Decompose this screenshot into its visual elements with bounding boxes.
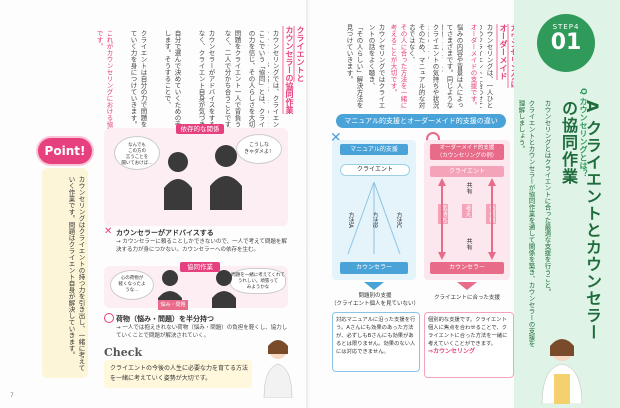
counselor-figure-dependent	[210, 145, 242, 210]
lead-col-1: カウンセリングとはクライエントに合った最適な支援を行うこと。	[543, 100, 551, 295]
order-caption: クライエントに合った支援	[434, 295, 500, 301]
manual-caption: 問題別の支援 （クライエント個人を見ていない）	[331, 293, 419, 307]
check-box	[104, 360, 252, 388]
manual-arrow-down	[364, 282, 384, 290]
left-body-col-5: 自分で選んで決めていくための手助けをします。そうすることで、	[163, 30, 181, 147]
bubble-right-dependence: こうしな きゃダメよ！	[236, 134, 282, 164]
right-body-col-4: クライエントの気持ちや状況は違います。	[428, 24, 439, 109]
check-text: クライエントの今後の人生に必要な力を育てる方法を一緒に考えていく姿勢が大切です。	[110, 365, 248, 382]
manual-method-c: 方法C	[395, 212, 402, 229]
left-headline-text: クライエントと カウンセラーの協同作業	[282, 26, 305, 114]
order-arrow-down	[457, 282, 477, 290]
manual-method-a: 方法A	[347, 212, 354, 229]
share-text: → 一人では抱えきれない荷物（悩み・問題）の負担を軽くし、協力していくことで問題…	[116, 325, 288, 339]
bubble-right-cooperative: 問題を一緒に考えてくれて うれしい。頑張って みようかな	[230, 268, 286, 294]
manual-x-icon: ✕	[330, 130, 342, 146]
cooperative-figures	[158, 270, 236, 308]
order-counselor-box: カウンセラー	[430, 262, 504, 274]
left-body-col-1: カウンセリングでは、クライエントとカウンセラーが一緒に考えていきます。	[268, 30, 279, 147]
manual-counselor-box: カウンセラー	[340, 262, 408, 274]
right-body-col-6: その人に合った方法を一緒に考えることが大切です。	[389, 24, 407, 109]
left-body-col-2: ここでいう「協同」とは、クライエントの力を信じ、その人らしさを大切にしながら、	[247, 30, 265, 147]
advice-text: → カウンセラーに頼ることしかできないので、一人で考えて問題を解決する力が身につ…	[116, 239, 287, 253]
right-body-col-1: カウンセリングは、一人ひとりのクライエントに合わせて行う	[480, 24, 493, 109]
advice-title: カウンセラーがアドバイスする	[116, 229, 214, 237]
share-circle-icon	[104, 313, 114, 323]
manual-header: マニュアル的支援	[340, 144, 408, 155]
teacher-illustration-left	[263, 340, 293, 398]
right-body-col-2: オーダーメイドの支援です。	[469, 24, 477, 109]
left-page-number: 7	[10, 392, 14, 399]
question-line: Q カウンセリングとは？	[579, 88, 588, 178]
teacher-illustration-right	[541, 339, 583, 404]
left-body-col-4: カウンセラーがアドバイスをするのではなく、クライエント自身が気づき、	[197, 30, 215, 147]
bubble-left-dependence: なんでも この方の 言うことを 聞いておけば…	[114, 136, 160, 170]
right-body-col-8: 「その人らしい」解決方法を見つけていきます。	[345, 24, 363, 109]
manual-box: 対応マニュアルに沿った支援を行う。Aさんにも効果のあった方法が、必ずしもBさんに…	[332, 312, 420, 372]
diagram-title-bar: マニュアル的支援とオーダーメイド的支援の違い	[336, 114, 506, 128]
left-body-col-6: クライエントは自分の力で問題を解決していく力を身につけていきます。	[129, 30, 147, 147]
manual-arrows	[347, 181, 401, 255]
cooperative-title: 協同作業	[180, 262, 220, 272]
lead-col-2: クライエントとカウンセラーが協同作業を通して関係を築き、カウンセラーの支援を理解…	[517, 100, 535, 347]
right-body-col-5: そのため、マニュアル的な対応ではなく、	[410, 24, 425, 109]
order-arrows	[438, 178, 496, 260]
point-badge: Point!	[38, 138, 92, 164]
left-body-col-7: これがカウンセリングにおける協同作業です。	[95, 30, 113, 147]
bubble-left-cooperative: 心の荷物が 軽くなったよ うな…	[110, 270, 154, 300]
order-share-bottom: 共有	[465, 238, 472, 250]
order-mid-label-2: 考え	[462, 204, 472, 218]
left-page: クライエントと カウンセラーの協同作業 カウンセリングでは、クライエントとカウン…	[0, 0, 308, 408]
left-body-col-3: 問題をクライエント一人で背負うのではなく、二人で分かち合うことです。	[223, 30, 241, 147]
point-label: Point!	[44, 144, 86, 158]
dependence-figures	[164, 145, 242, 210]
manual-client-pill: クライエント	[340, 164, 410, 176]
order-header: オーダーメイド的支援 （カウンセリングの例）	[430, 144, 504, 160]
order-box-text: 個別的な支援です。クライエント個人に焦点を合わせることで、クライエントに合った方…	[428, 317, 508, 347]
dependence-title: 依存的な関係	[176, 124, 224, 134]
step-number: 01	[550, 30, 582, 55]
order-client-box: クライエント	[430, 166, 504, 177]
order-box-emphasis: ⇒カウンセリング	[428, 348, 476, 355]
advice-x-icon: ✕	[104, 226, 113, 237]
right-body-col-3: 悩みの内容や背景は人によってさまざまです。同じような問題に見えても、	[442, 24, 463, 109]
order-box: 個別的な支援です。クライエント個人に焦点を合わせることで、クライエントに合った方…	[424, 312, 514, 378]
share-title: 荷物（悩み・問題）を半分持つ	[116, 315, 214, 323]
left-headline: クライエントと カウンセラーの協同作業	[282, 26, 306, 136]
order-share-top: 共有	[465, 182, 472, 194]
burden-box: 悩み・問題	[158, 300, 188, 310]
point-box	[42, 168, 88, 378]
main-title: A クライエントとカウンセラーの協同作業	[559, 100, 602, 341]
step-badge: STEP4 01	[537, 14, 595, 72]
client-figure-dependent	[164, 152, 192, 210]
check-label: Check	[104, 346, 143, 359]
step-label: STEP4	[552, 23, 580, 31]
point-text: カウンセリングはクライエントの持つ力を引き出し、一緒に考えていく作業です。問題は…	[67, 176, 85, 371]
right-body-col-7: カウンセリングではクライエントの話をよく聴き、	[367, 24, 385, 109]
